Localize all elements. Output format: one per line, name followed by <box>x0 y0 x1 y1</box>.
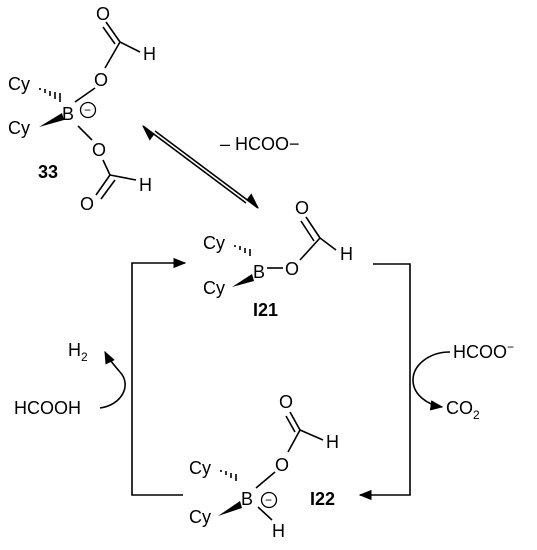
h-lower-33: H <box>139 175 152 195</box>
cy-bottom-i21: Cy <box>203 278 225 298</box>
charge-circle-33 <box>79 101 97 119</box>
cy-top-i21: Cy <box>203 233 225 253</box>
boron-i22: B <box>241 489 253 509</box>
wedge-bond-33 <box>39 113 64 127</box>
o-ester-i21: O <box>285 259 299 279</box>
o-upper-33: O <box>94 70 108 90</box>
o-upper-carbonyl-33: O <box>96 4 110 24</box>
cy-bottom-33: Cy <box>8 118 30 138</box>
o-lower-carbonyl-33: O <box>80 194 94 214</box>
boron-i21: B <box>253 262 265 282</box>
hcooh-label: HCOOH <box>14 398 81 418</box>
cy-top-33: Cy <box>8 74 30 94</box>
wedge-bond-i21 <box>232 274 254 287</box>
hashed-bond-33 <box>39 88 61 102</box>
co2-label: CO2 <box>446 398 480 422</box>
intermediate-i22: Cy Cy B − O O H H I22 <box>189 392 339 541</box>
o-carbonyl-i21: O <box>295 198 309 218</box>
h-i21: H <box>340 244 353 264</box>
equilibrium-label: – HCOO− <box>220 134 300 154</box>
compound-33: Cy Cy B − O O H O O H 33 <box>8 4 156 214</box>
formate-label: HCOO− <box>453 340 514 362</box>
boron-33: B <box>62 104 74 124</box>
right-species: HCOO− CO2 <box>446 340 514 422</box>
label-33: 33 <box>38 162 58 182</box>
hashed-bond-i21 <box>234 245 251 256</box>
left-species: H2 HCOOH <box>14 340 88 418</box>
hashed-bond-i22 <box>220 470 237 481</box>
intermediate-i21: Cy Cy B O O H I21 <box>203 198 353 320</box>
o-carbonyl-i22: O <box>279 392 293 412</box>
cy-bottom-i22: Cy <box>189 507 211 527</box>
charge-i22: − <box>265 493 272 507</box>
wedge-bond-i22 <box>218 501 242 516</box>
h-formyl-i22: H <box>326 432 339 452</box>
o-lower-33: O <box>92 140 106 160</box>
cycle-arrows <box>99 257 451 501</box>
charge-33: − <box>84 103 91 117</box>
h-upper-33: H <box>143 44 156 64</box>
h-boron-i22: H <box>272 521 285 541</box>
charge-circle-i22 <box>260 491 278 509</box>
h2-label: H2 <box>68 340 88 364</box>
cy-top-i22: Cy <box>189 458 211 478</box>
o-ester-i22: O <box>275 455 289 475</box>
equilibrium-arrows <box>141 125 260 209</box>
label-i22: I22 <box>310 489 335 509</box>
label-i21: I21 <box>253 300 278 320</box>
